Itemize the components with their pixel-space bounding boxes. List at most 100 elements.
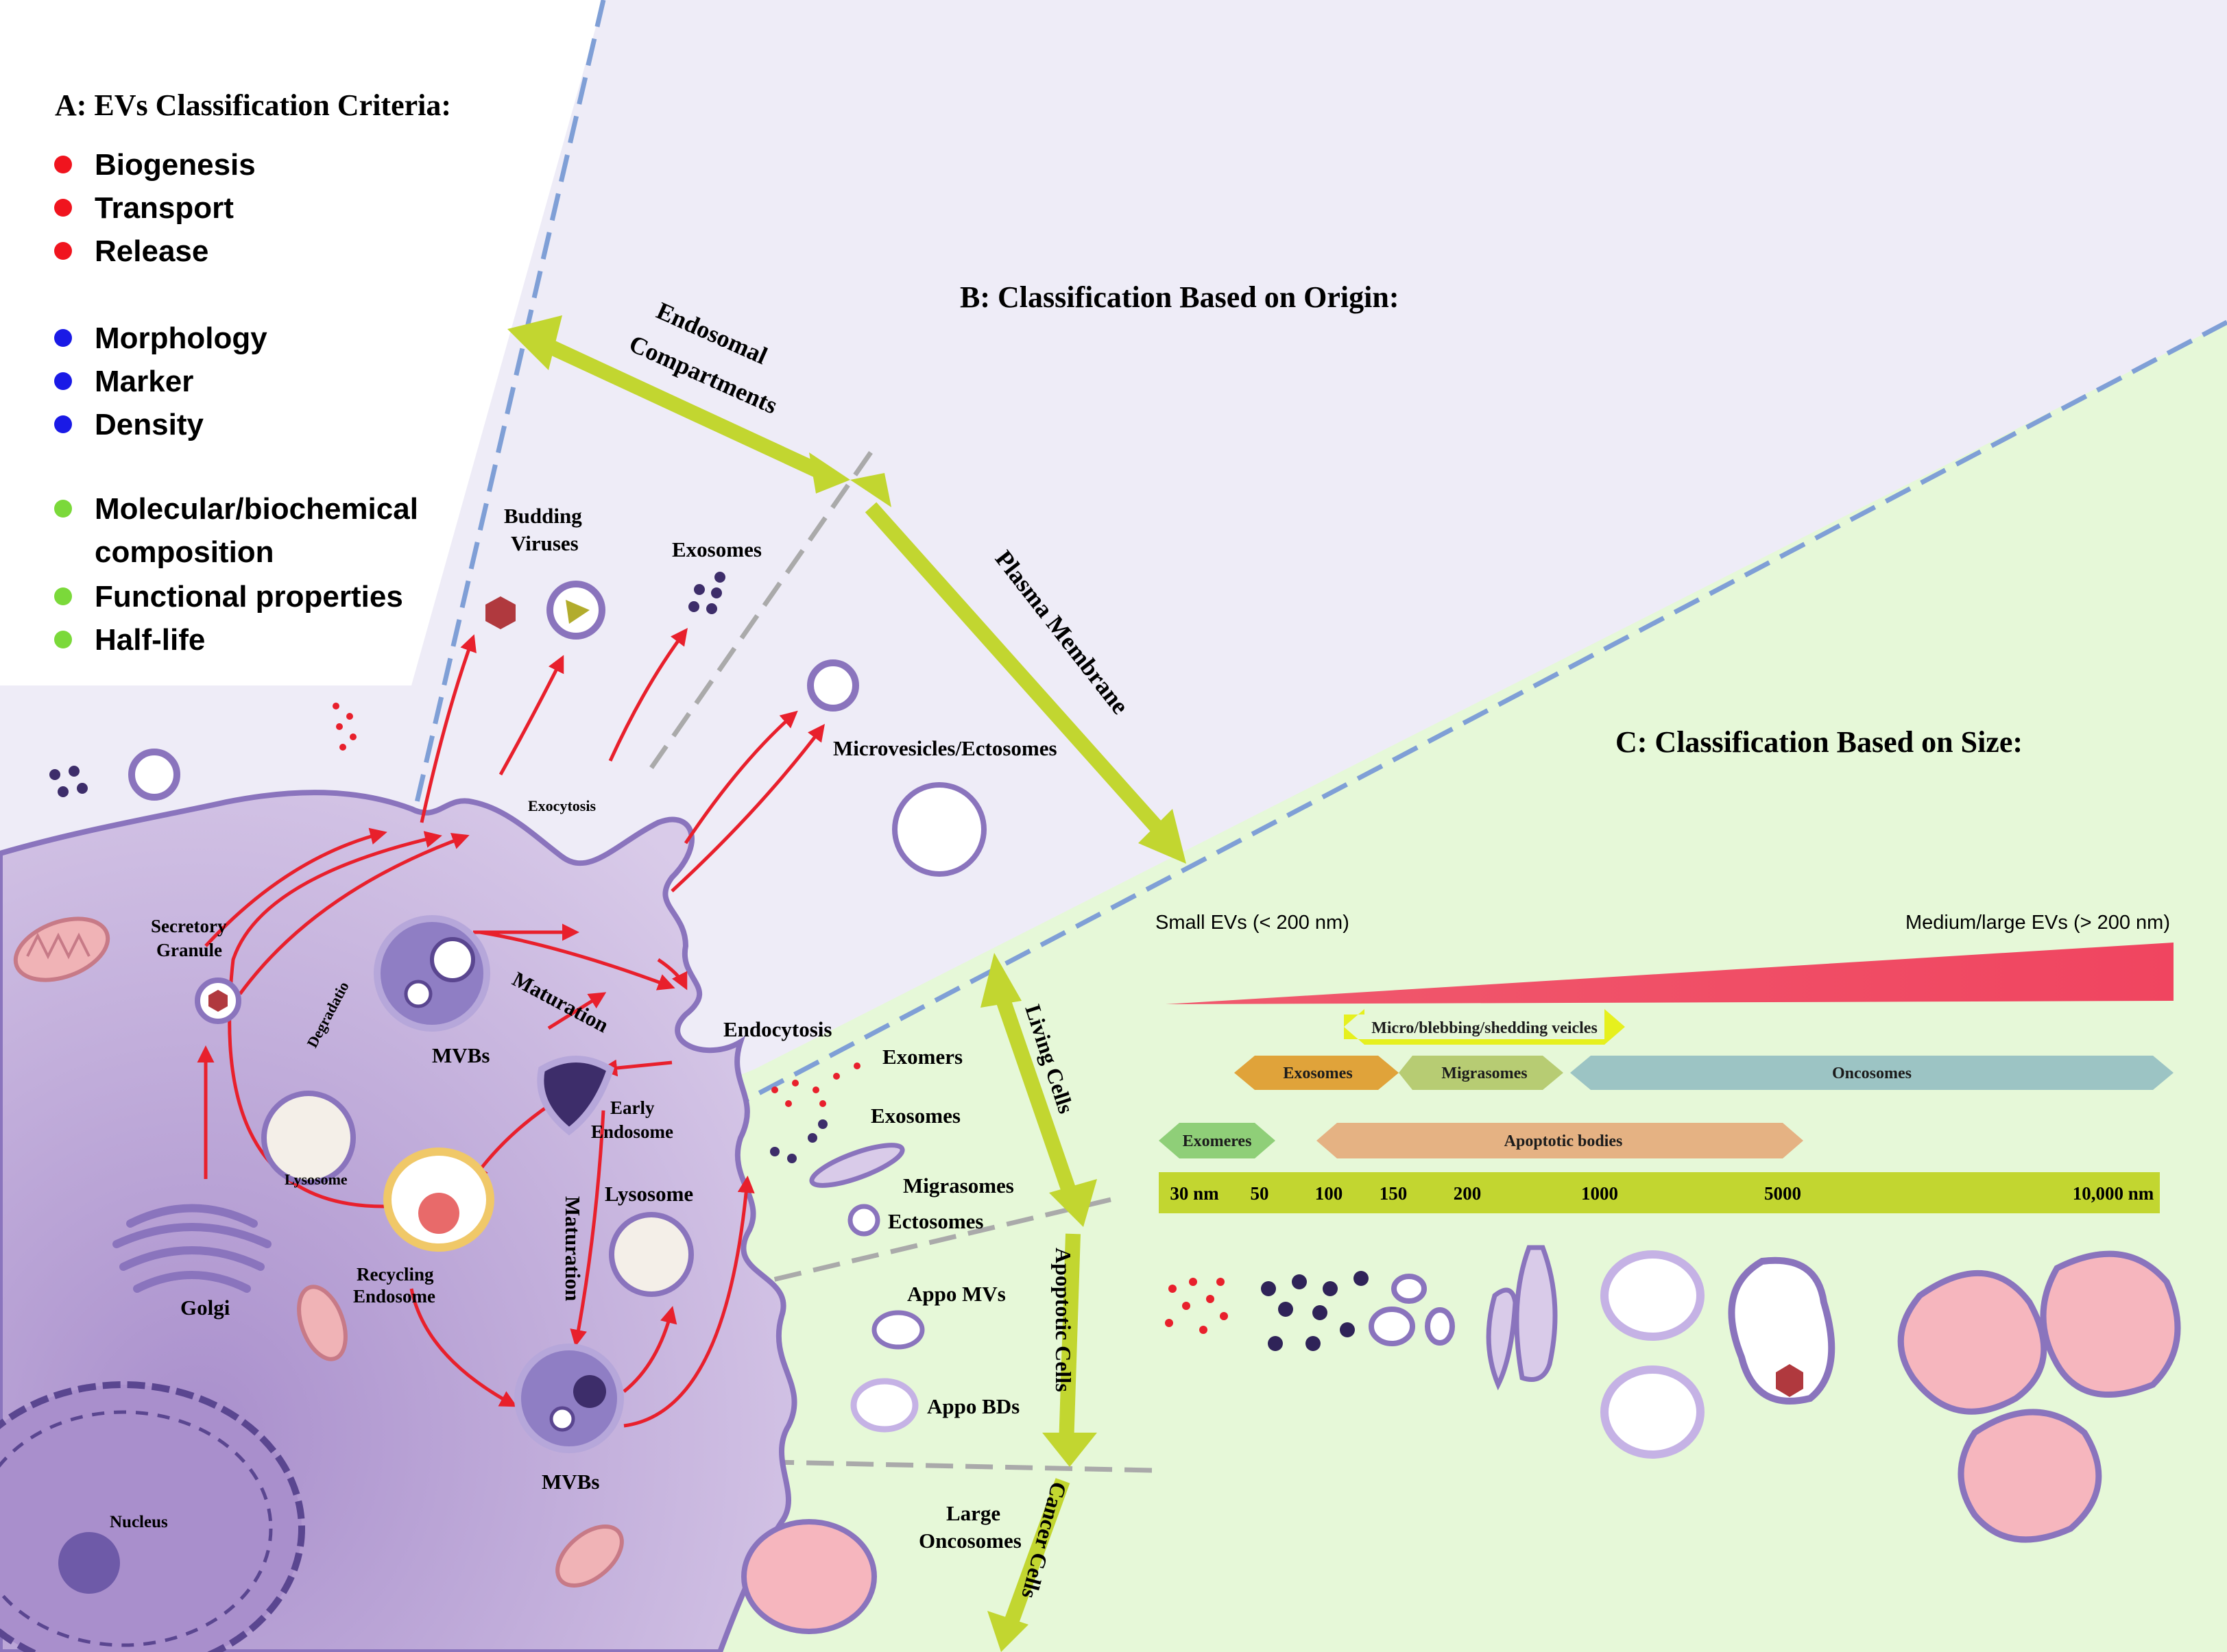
side-migrasome-icon xyxy=(809,1143,905,1188)
size-illustration-microvesicles xyxy=(1369,1274,1455,1346)
recycling-endosome xyxy=(383,1147,494,1252)
criteria-bullet xyxy=(54,631,72,648)
range-label-exosomes: Exosomes xyxy=(1283,1065,1352,1082)
lysosome-small xyxy=(261,1091,356,1185)
label-mvbs-top: MVBs xyxy=(432,1043,490,1067)
mitochondrion-icon xyxy=(13,916,110,982)
label-lysosome-small: Lysosome xyxy=(285,1171,348,1188)
ectosome-icon xyxy=(892,782,987,877)
label-exocytosis: Exocytosis xyxy=(528,797,596,814)
nucleolus xyxy=(58,1532,120,1594)
ruler-tick-30: 30 nm xyxy=(1170,1183,1219,1204)
label-lysosome: Lysosome xyxy=(605,1182,693,1206)
criteria-transport: Transport xyxy=(95,191,234,225)
ruler-tick-1000: 1000 xyxy=(1581,1183,1618,1204)
golgi-icon xyxy=(112,1204,272,1293)
side-label-large: Large xyxy=(946,1501,1000,1525)
criteria-morphology: Morphology xyxy=(95,321,267,355)
panel-b-background xyxy=(0,0,2227,1124)
criteria-marker: Marker xyxy=(95,365,193,398)
mvb-bottom xyxy=(514,1344,624,1453)
criteria-release: Release xyxy=(95,234,208,268)
side-label-migrasomes: Migrasomes xyxy=(903,1174,1014,1198)
range-label-exomeres: Exomeres xyxy=(1183,1132,1252,1150)
size-illustration-exomeres xyxy=(1165,1278,1228,1334)
criteria-bullet xyxy=(54,329,72,347)
size-illustration-oncosomes xyxy=(1897,1250,2181,1543)
early-endosome xyxy=(537,1056,615,1136)
virus-hexagon-icon xyxy=(485,596,516,629)
ruler-tick-50: 50 xyxy=(1251,1183,1269,1204)
label-exosomes-top: Exosomes xyxy=(672,537,762,561)
side-exosomes-icon xyxy=(770,1119,828,1163)
size-illustration-exosomes xyxy=(1261,1271,1369,1351)
microvesicle-icon xyxy=(807,659,859,712)
ruler-tick-200: 200 xyxy=(1454,1183,1482,1204)
label-viruses: Viruses xyxy=(511,531,579,555)
ruler-tick-100: 100 xyxy=(1315,1183,1343,1204)
divider-living-apoptotic xyxy=(706,1197,1111,1298)
criteria-bullet xyxy=(54,372,72,390)
label-recycling: Recycling xyxy=(357,1264,434,1285)
secretory-granule xyxy=(195,977,241,1024)
size-label-small: Small EVs (< 200 nm) xyxy=(1155,912,1349,934)
origin-arrows xyxy=(538,336,1165,1634)
label-granule: Granule xyxy=(156,940,222,960)
criteria-bullet xyxy=(54,242,72,260)
range-arrow-apoptotic xyxy=(1316,1123,1803,1158)
label-secretory: Secretory xyxy=(151,916,227,936)
size-wedge xyxy=(1166,943,2174,1004)
size-illustration-migrasomes xyxy=(1486,1245,1558,1391)
range-arrow-oncosomes xyxy=(1570,1056,2174,1090)
appo-mv-icon xyxy=(871,1310,925,1350)
panel-c-title: C: Classification Based on Size: xyxy=(1615,725,2023,759)
criteria-half-life: Half-life xyxy=(95,623,205,657)
range-label-oncosomes: Oncosomes xyxy=(1832,1065,1912,1082)
exomer-dots-icon xyxy=(49,766,88,797)
biogenesis-arrows xyxy=(197,627,826,1428)
size-label-large: Medium/large EVs (> 200 nm) xyxy=(1905,912,2170,934)
label-mvbs-bottom: MVBs xyxy=(542,1470,599,1494)
range-label-micro: Micro/blebbing/shedding veicles xyxy=(1371,1019,1598,1037)
ruler-tick-10000: 10,000 nm xyxy=(2073,1183,2154,1204)
criteria-bullet xyxy=(54,500,72,518)
divider-origin xyxy=(649,451,873,769)
range-arrow-micro xyxy=(1344,1009,1625,1045)
mitochondrion-icon xyxy=(555,1524,624,1588)
size-illustration-apoptotic xyxy=(1600,1250,1835,1459)
exosome-dots-icon xyxy=(688,572,725,614)
criteria-biogenesis: Biogenesis xyxy=(95,148,256,182)
range-label-migrasomes: Migrasomes xyxy=(1441,1065,1527,1082)
criteria-bullet xyxy=(54,587,72,605)
mvb-top xyxy=(374,915,490,1032)
large-oncosome-icon xyxy=(741,1519,877,1634)
nucleus-inner-membrane xyxy=(0,1410,273,1647)
criteria-list: Biogenesis Transport Release Morphology … xyxy=(54,148,418,657)
label-nucleus: Nucleus xyxy=(110,1513,168,1531)
cell-arrow-apoptotic: Apoptotic Cells xyxy=(1051,1248,1076,1392)
size-range-arrows xyxy=(1159,1009,2174,1158)
criteria-bullet xyxy=(54,415,72,433)
label-recycling-endosome: Endosome xyxy=(353,1286,435,1307)
panel-a-background xyxy=(0,0,603,685)
released-vesicle-icon xyxy=(128,749,180,801)
ruler-tick-150: 150 xyxy=(1380,1183,1408,1204)
criteria-bullet xyxy=(54,156,72,173)
label-budding: Budding xyxy=(504,504,582,528)
label-endocytosis: Endocytosis xyxy=(723,1017,832,1041)
lysosome-large xyxy=(609,1212,694,1297)
side-label-oncosomes: Oncosomes xyxy=(919,1529,1022,1553)
range-arrow-migrasomes xyxy=(1399,1056,1563,1090)
label-endosome: Endosome xyxy=(591,1121,673,1142)
side-exomers-icon xyxy=(771,1062,860,1107)
criteria-molecular: Molecular/biochemical xyxy=(95,492,418,526)
range-arrow-exosomes xyxy=(1234,1056,1399,1090)
side-ectosome-icon xyxy=(847,1204,880,1237)
range-label-apoptotic: Apoptotic bodies xyxy=(1504,1132,1623,1150)
label-golgi: Golgi xyxy=(180,1296,230,1320)
label-microvesicles: Microvesicles/Ectosomes xyxy=(833,736,1057,760)
panel-b-title: B: Classification Based on Origin: xyxy=(960,280,1399,314)
origin-arrowheads xyxy=(507,315,1186,1652)
red-particles-icon xyxy=(333,703,357,751)
ruler-tick-5000: 5000 xyxy=(1764,1183,1801,1204)
